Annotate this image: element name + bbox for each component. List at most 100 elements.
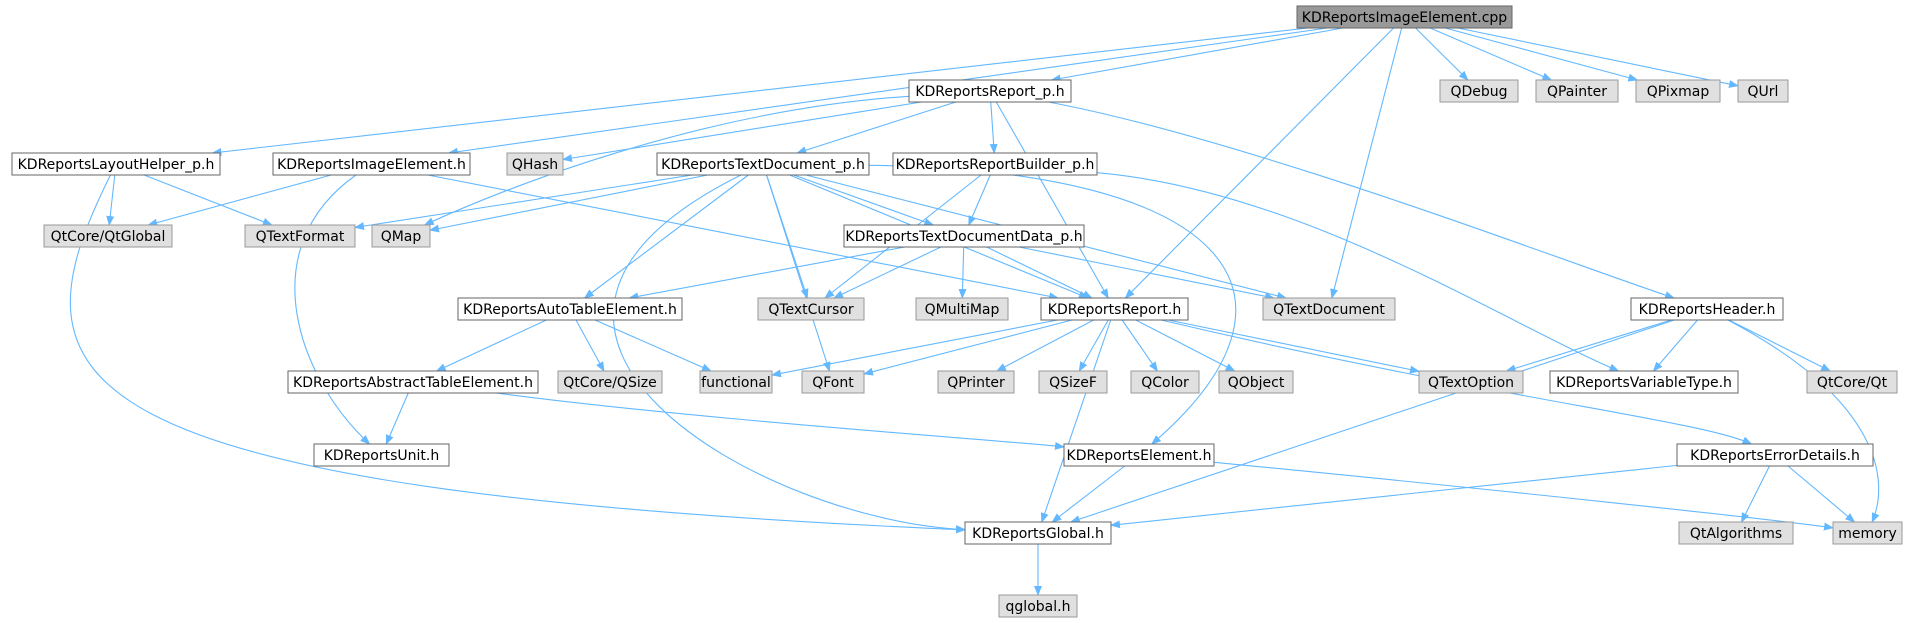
node-root[interactable]: KDReportsImageElement.cpp: [1296, 5, 1513, 29]
edge-root-to-qdebug: [1415, 27, 1469, 81]
node-variabletype[interactable]: KDReportsVariableType.h: [1549, 370, 1739, 394]
node-label: QPainter: [1547, 84, 1607, 100]
node-box: [908, 79, 1072, 103]
node-label: QMap: [381, 229, 422, 245]
edge-root-to-report: [1124, 27, 1394, 299]
node-label: KDReportsElement.h: [1067, 448, 1212, 464]
edge-autotable-to-abstracttable: [435, 319, 547, 372]
edge-header-to-variabletype: [1652, 319, 1698, 372]
node-errordetails[interactable]: KDReportsErrorDetails.h: [1676, 443, 1874, 467]
node-label: KDReportsReport.h: [1048, 302, 1181, 318]
node-box: [1130, 370, 1200, 394]
node-qdebug[interactable]: QDebug: [1439, 79, 1519, 103]
node-box: [656, 152, 870, 176]
node-label: QTextOption: [1428, 375, 1514, 391]
edge-autotable-to-qtqsize: [575, 319, 605, 372]
node-abstracttable[interactable]: KDReportsAbstractTableElement.h: [287, 370, 539, 394]
node-label: QtCore/QSize: [563, 375, 656, 391]
edge-report_p-to-qhash: [562, 101, 922, 163]
node-report[interactable]: KDReportsReport.h: [1040, 297, 1189, 321]
node-unit[interactable]: KDReportsUnit.h: [313, 443, 450, 467]
edge-header-to-global: [1069, 319, 1675, 523]
node-label: KDReportsVariableType.h: [1556, 375, 1732, 391]
node-label: KDReportsReportBuilder_p.h: [896, 157, 1095, 173]
edge-layouthelper-to-qtglobal: [106, 174, 116, 226]
node-qtextformat[interactable]: QTextFormat: [244, 224, 356, 248]
node-memory[interactable]: memory: [1832, 521, 1903, 545]
edge-textdoc_p-to-qfont: [766, 174, 831, 372]
edge-textdoc_p-to-qtextformat: [354, 174, 693, 231]
edge-report-to-qprinter: [995, 319, 1094, 372]
node-label: KDReportsReport_p.h: [915, 84, 1064, 100]
edge-errordetails-to-memory: [1787, 465, 1856, 523]
node-box: [1549, 370, 1739, 394]
node-qmap[interactable]: QMap: [371, 224, 431, 248]
node-box: [371, 224, 431, 248]
edge-root-to-qurl: [1457, 27, 1739, 88]
node-header[interactable]: KDReportsHeader.h: [1630, 297, 1784, 321]
node-qhash[interactable]: QHash: [506, 152, 564, 176]
node-qurl[interactable]: QUrl: [1737, 79, 1789, 103]
edge-report-to-qfont: [863, 319, 1073, 376]
node-qtextdocument[interactable]: QTextDocument: [1262, 297, 1396, 321]
edge-report-to-qsizef: [1078, 319, 1109, 372]
node-textdoc_p[interactable]: KDReportsTextDocument_p.h: [656, 152, 870, 176]
node-imageelement[interactable]: KDReportsImageElement.h: [272, 152, 471, 176]
node-qprinter[interactable]: QPrinter: [937, 370, 1015, 394]
node-label: KDReportsLayoutHelper_p.h: [18, 157, 215, 173]
node-label: QFont: [812, 375, 854, 391]
node-qtalgorithms[interactable]: QtAlgorithms: [1678, 521, 1794, 545]
edge-root-to-report_p: [1050, 27, 1343, 83]
edge-errordetails-to-global: [1110, 464, 1678, 529]
edge-report_p-to-header: [1048, 101, 1675, 299]
edge-root-to-qtextdocument: [1330, 27, 1403, 299]
node-label: QObject: [1228, 375, 1285, 391]
node-qtqsize[interactable]: QtCore/QSize: [557, 370, 663, 394]
node-qtglobal[interactable]: QtCore/QtGlobal: [43, 224, 173, 248]
node-box: [457, 297, 683, 321]
node-qsizef[interactable]: QSizeF: [1038, 370, 1108, 394]
node-label: KDReportsErrorDetails.h: [1690, 448, 1860, 464]
node-autotable[interactable]: KDReportsAutoTableElement.h: [457, 297, 683, 321]
node-qcolor[interactable]: QColor: [1130, 370, 1200, 394]
node-builder_p[interactable]: KDReportsReportBuilder_p.h: [892, 152, 1098, 176]
edge-report-to-errordetails: [1160, 319, 1753, 445]
node-label: functional: [701, 375, 771, 391]
node-qtextoption[interactable]: QTextOption: [1418, 370, 1524, 394]
node-qpainter[interactable]: QPainter: [1535, 79, 1619, 103]
node-qobject[interactable]: QObject: [1218, 370, 1294, 394]
node-qglobal[interactable]: qglobal.h: [998, 594, 1078, 618]
node-label: KDReportsTextDocument_p.h: [661, 157, 865, 173]
node-label: QDebug: [1450, 84, 1507, 100]
edge-textdocdata_p-to-qmultimap: [958, 246, 967, 299]
node-box: [1040, 297, 1189, 321]
node-box: [843, 224, 1085, 248]
node-functional[interactable]: functional: [699, 370, 773, 394]
node-textdocdata_p[interactable]: KDReportsTextDocumentData_p.h: [843, 224, 1085, 248]
node-box: [1832, 521, 1903, 545]
node-report_p[interactable]: KDReportsReport_p.h: [908, 79, 1072, 103]
node-label: QtCore/QtGlobal: [51, 229, 166, 245]
edge-root-to-layouthelper: [211, 27, 1309, 156]
node-qpixmap[interactable]: QPixmap: [1635, 79, 1721, 103]
node-label: QColor: [1141, 375, 1189, 391]
edge-textdoc_p-to-autotable: [583, 174, 749, 299]
node-label: KDReportsImageElement.cpp: [1302, 10, 1508, 26]
node-qfont[interactable]: QFont: [801, 370, 865, 394]
node-box: [1218, 370, 1294, 394]
edge-report-to-qobject: [1135, 319, 1236, 372]
node-element[interactable]: KDReportsElement.h: [1063, 443, 1215, 467]
node-qtcoreqt[interactable]: QtCore/Qt: [1806, 370, 1898, 394]
node-global[interactable]: KDReportsGlobal.h: [964, 521, 1112, 545]
node-qtextcursor[interactable]: QTextCursor: [757, 297, 865, 321]
node-qmultimap[interactable]: QMultiMap: [915, 297, 1009, 321]
edge-element-to-memory: [1213, 461, 1834, 531]
node-layouthelper[interactable]: KDReportsLayoutHelper_p.h: [11, 152, 221, 176]
edge-report_p-to-qmap: [423, 95, 910, 226]
node-label: memory: [1838, 526, 1897, 542]
node-label: KDReportsGlobal.h: [972, 526, 1104, 542]
node-label: QtCore/Qt: [1817, 375, 1888, 391]
node-label: QHash: [512, 157, 558, 173]
node-label: QTextCursor: [768, 302, 854, 318]
node-box: [272, 152, 471, 176]
